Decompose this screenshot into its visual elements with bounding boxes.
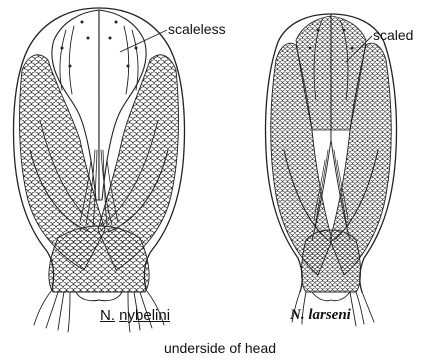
scaleless-label: scaleless: [168, 21, 226, 37]
larseni-belly-scales: [302, 230, 361, 292]
belly-scales: [49, 226, 149, 292]
species-epithet: nybelini: [119, 307, 170, 324]
genus-abbrev: N.: [100, 307, 115, 324]
head-nybelini: [14, 8, 185, 332]
head-larseni: [266, 14, 397, 326]
species-name-nybelini: N. nybelini: [100, 307, 170, 324]
species-name-larseni: N. larseni: [290, 307, 351, 324]
larseni-fin-right: [350, 292, 374, 326]
left-fin: [34, 290, 70, 332]
scaled-label: scaled: [373, 27, 413, 43]
figure-caption: underside of head: [0, 340, 440, 356]
